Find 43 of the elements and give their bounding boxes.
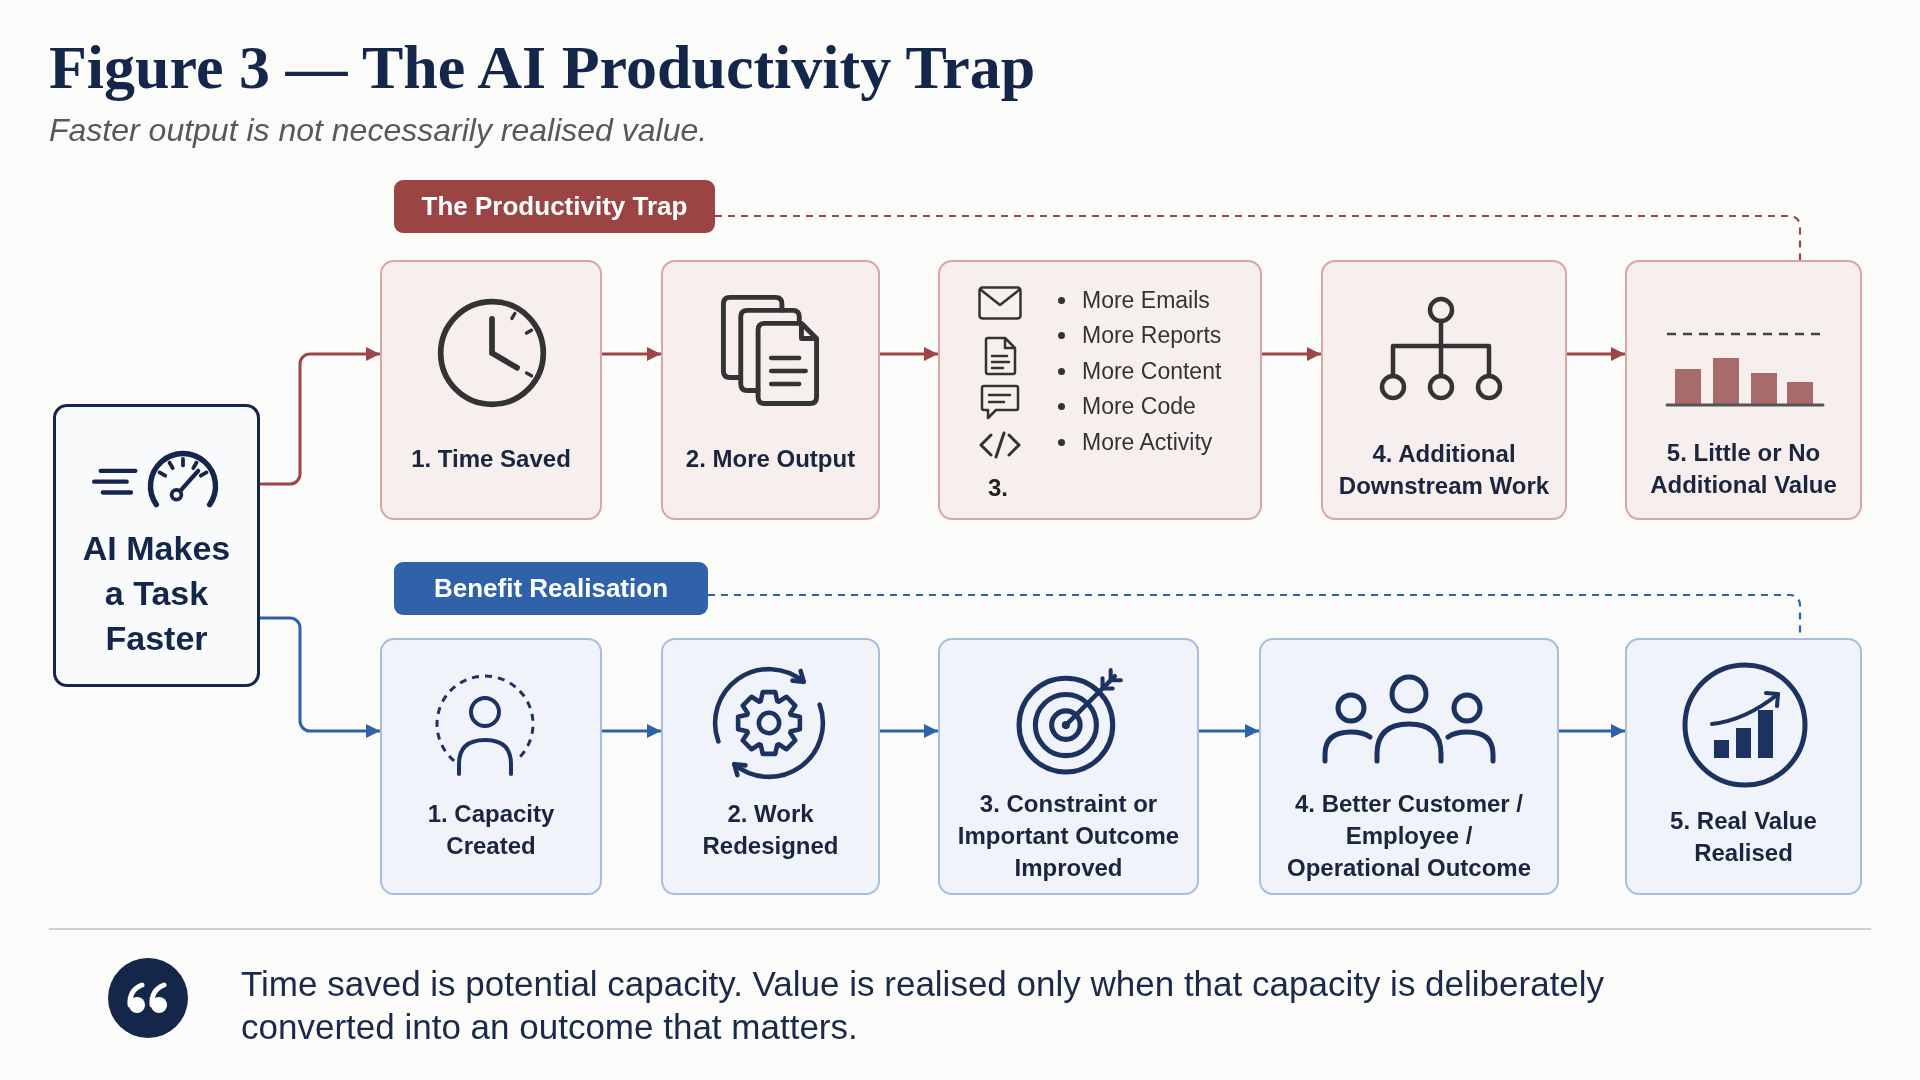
step-label: 2. More Output bbox=[684, 444, 857, 474]
section-badge: Benefit Realisation bbox=[394, 562, 708, 615]
start-box bbox=[53, 404, 260, 687]
process-box bbox=[1625, 638, 1862, 895]
list-item: More Emails bbox=[1082, 286, 1210, 315]
process-box bbox=[938, 260, 1262, 520]
arrow bbox=[260, 616, 380, 738]
process-box bbox=[938, 638, 1199, 895]
arrow bbox=[260, 347, 380, 486]
process-box bbox=[1321, 260, 1567, 520]
arrow bbox=[880, 724, 938, 738]
step-label: 1. Time Saved bbox=[410, 444, 572, 474]
step-label: 5. Real Value Realised bbox=[1669, 806, 1818, 868]
start-label: AI Makes a Task Faster bbox=[81, 528, 232, 659]
arrow bbox=[1567, 347, 1625, 361]
list-item: More Activity bbox=[1082, 428, 1213, 457]
arrow bbox=[1559, 724, 1625, 738]
list-item: More Content bbox=[1082, 357, 1222, 386]
process-box bbox=[661, 638, 880, 895]
quote-text: Time saved is potential capacity. Value is realised only when that capacity is deliberately converted into an outcome that matters. bbox=[241, 963, 1606, 1048]
arrow bbox=[880, 347, 938, 361]
arrow bbox=[1262, 347, 1321, 361]
step-label: 4. Additional Downstream Work bbox=[1337, 439, 1551, 501]
process-box bbox=[661, 260, 880, 520]
step-label: 2. Work Redesigned bbox=[701, 799, 840, 861]
figure-title: Figure 3 — The AI Productivity Trap bbox=[49, 33, 1036, 101]
process-box bbox=[1625, 260, 1862, 520]
process-box bbox=[380, 260, 602, 520]
list-item: More Code bbox=[1082, 392, 1196, 421]
process-box bbox=[380, 638, 602, 895]
step-label: 4. Better Customer / Employee / Operational Outcome bbox=[1285, 789, 1532, 883]
arrow bbox=[1199, 724, 1259, 738]
arrow bbox=[602, 347, 661, 361]
step-label: 5. Little or No Additional Value bbox=[1649, 438, 1838, 500]
step-label: 1. Capacity Created bbox=[426, 799, 556, 861]
arrow bbox=[602, 724, 661, 738]
list-item: More Reports bbox=[1082, 321, 1222, 350]
subtitle: Faster output is not necessarily realised value. bbox=[49, 114, 708, 146]
dashed-connector bbox=[715, 214, 1802, 260]
step-number: 3. bbox=[988, 473, 1008, 503]
process-box bbox=[1259, 638, 1559, 895]
step-label: 3. Constraint or Important Outcome Improved bbox=[956, 789, 1181, 883]
section-badge: The Productivity Trap bbox=[394, 180, 715, 233]
